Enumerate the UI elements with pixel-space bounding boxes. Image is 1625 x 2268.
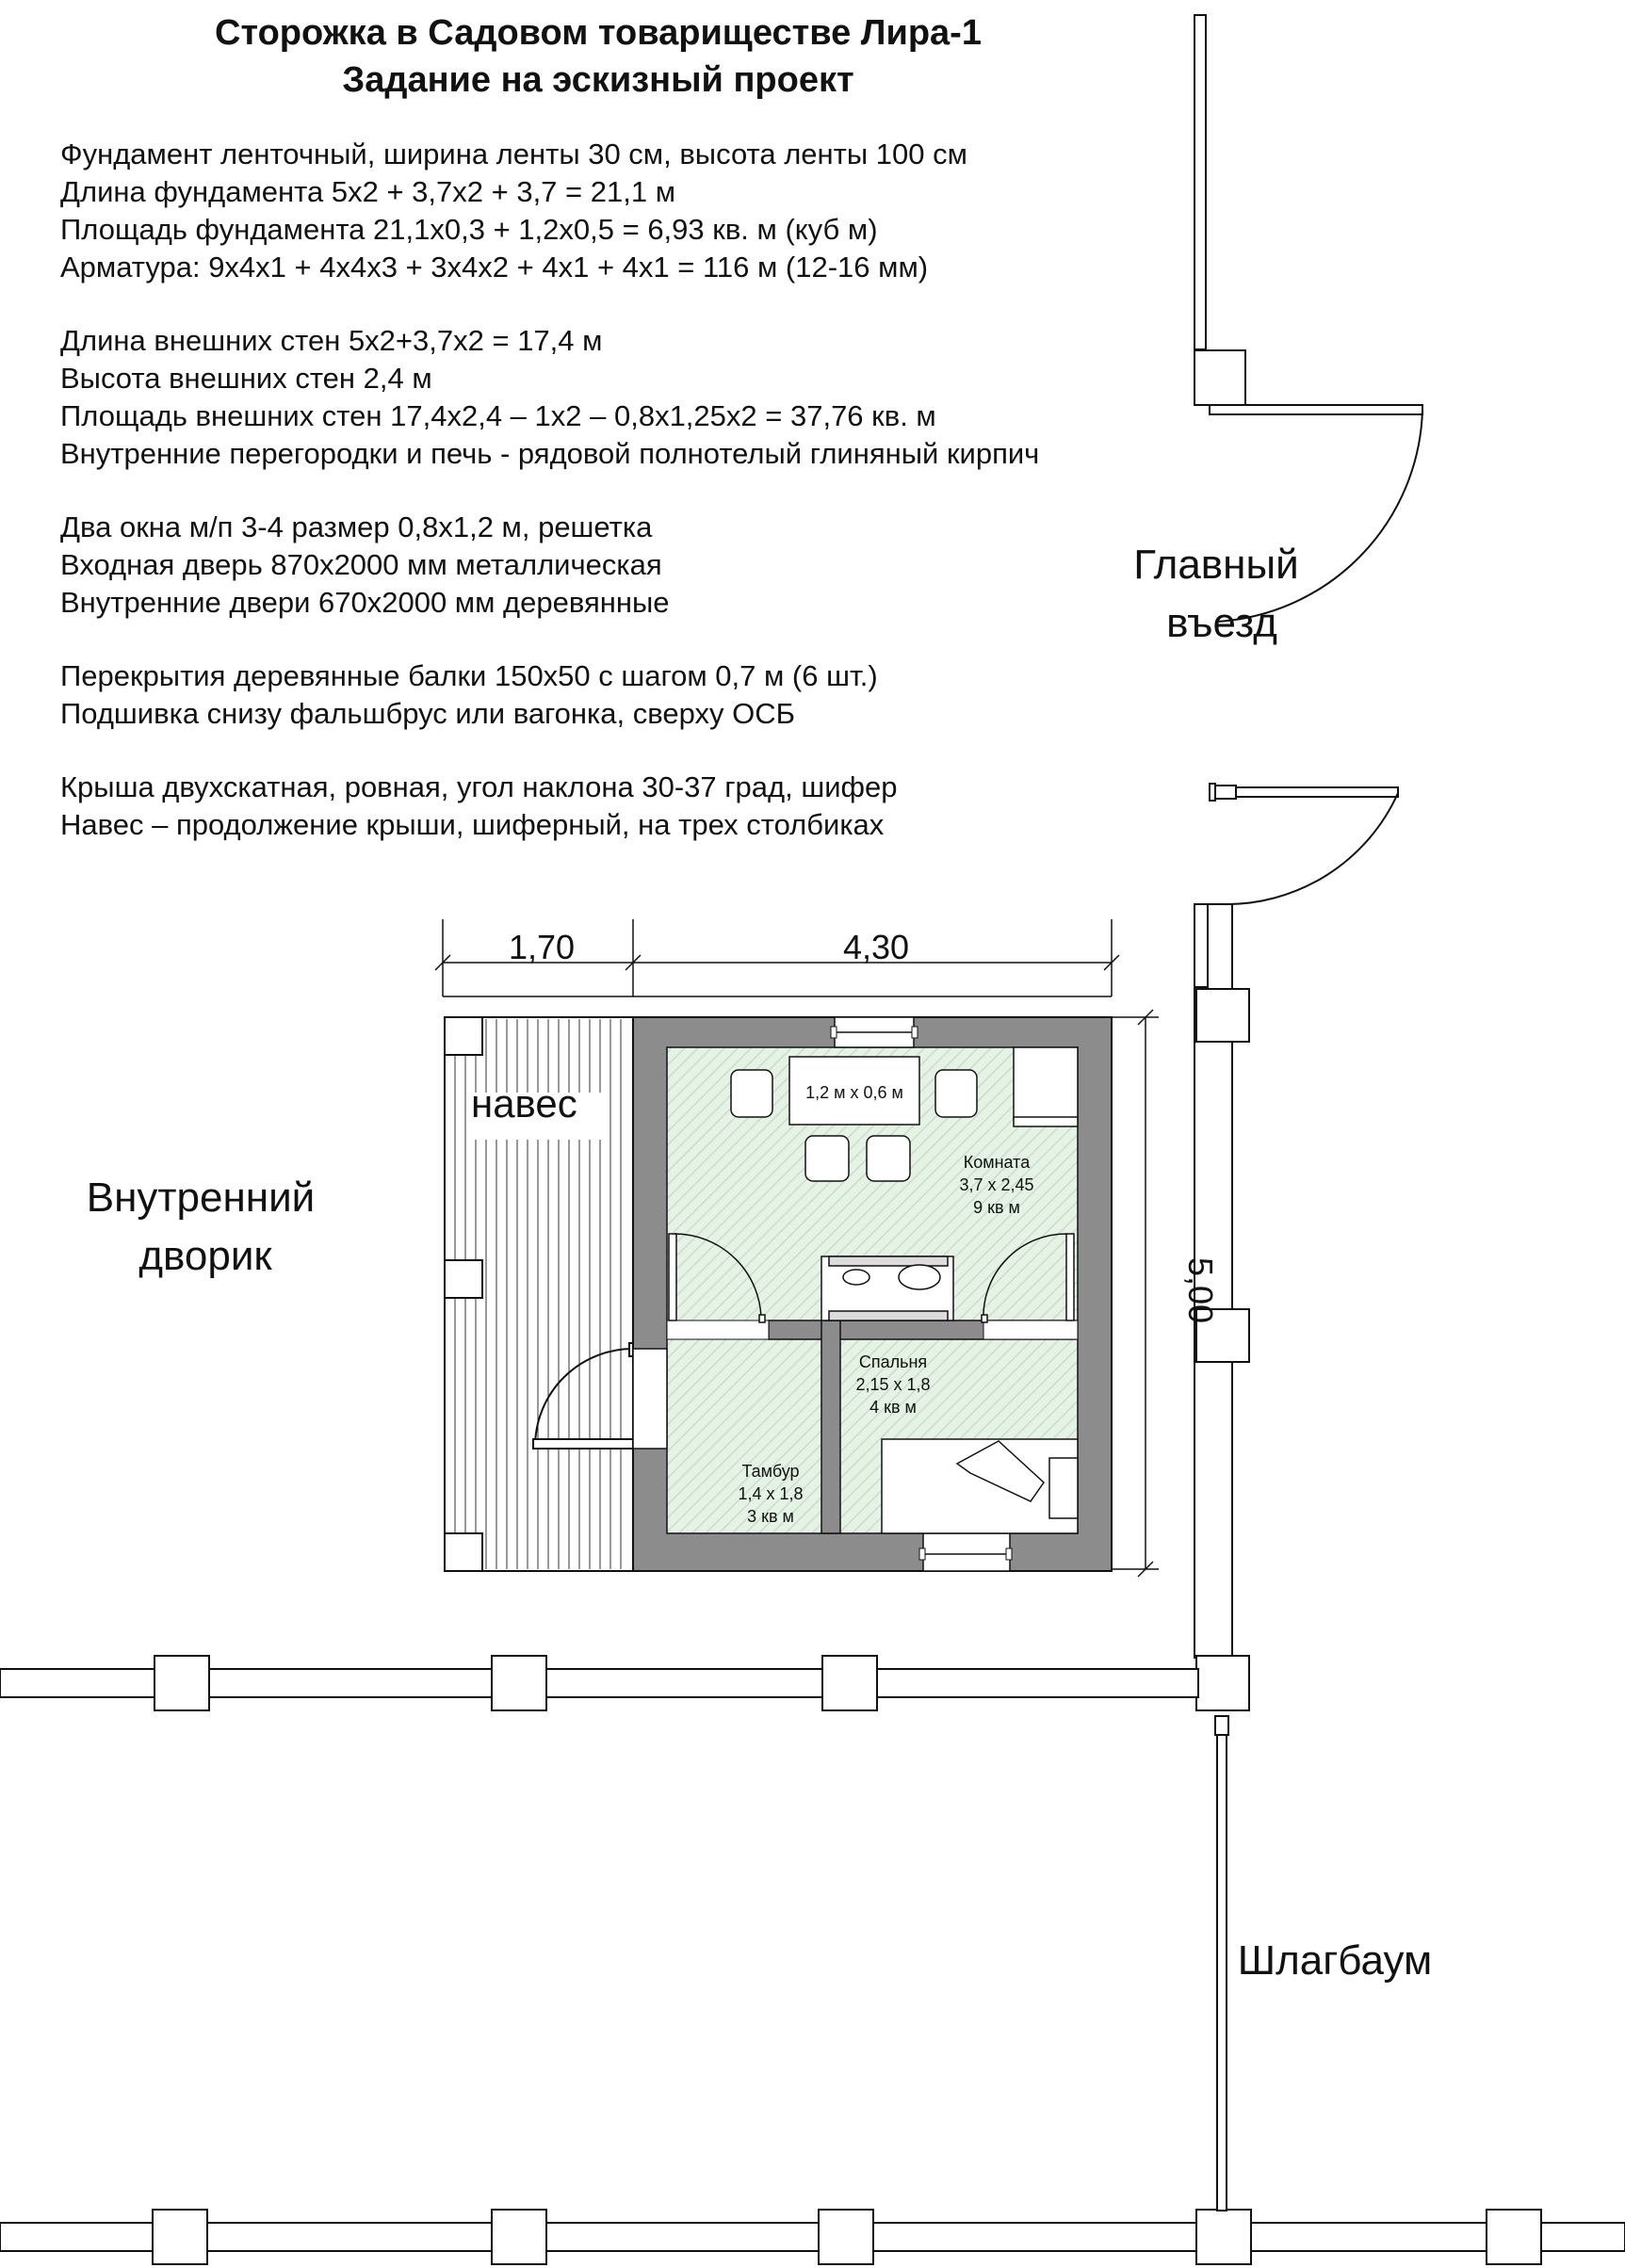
spec-line: Арматура: 9х4х1 + 4х4х3 + 3х4х2 + 4х1 + …	[60, 251, 929, 284]
gate-swing-arc	[1220, 792, 1399, 906]
canopy-post	[444, 1532, 483, 1572]
spec-line: Два окна м/п 3-4 размер 0,8х1,2 м, решет…	[60, 510, 653, 543]
nightstand	[1048, 1457, 1079, 1519]
door-opening	[666, 1320, 770, 1340]
furniture	[730, 1046, 1079, 1534]
spec-line: Входная дверь 870х2000 мм металлическая	[60, 548, 662, 581]
spec-line: Длина внешних стен 5х2+3,7х2 = 17,4 м	[60, 324, 603, 357]
fence-post	[1194, 903, 1209, 988]
vestibule-size: 1,4 х 1,8	[738, 1484, 803, 1503]
room-size: 3,7 х 2,45	[959, 1175, 1033, 1194]
cabinet	[1013, 1046, 1079, 1120]
fence-rail	[0, 2222, 1625, 2252]
fence-post	[491, 2209, 547, 2265]
spec-foundation: Фундамент ленточный, ширина ленты 30 см,…	[60, 136, 1144, 286]
chair	[804, 1135, 850, 1182]
main-entrance-line-2: въезд	[1166, 600, 1277, 646]
room-name: Комната	[964, 1153, 1031, 1172]
main-entrance-label: Главный въезд	[1133, 542, 1298, 646]
title-line-2: Задание на эскизный проект	[342, 60, 854, 100]
bedroom-name: Спальня	[859, 1353, 927, 1371]
specifications: Фундамент ленточный, ширина ленты 30 см,…	[60, 136, 1144, 880]
room-label: Комната 3,7 х 2,45 9 кв м	[959, 1153, 1033, 1217]
canopy-label: навес	[471, 1081, 577, 1126]
bedroom-label: Спальня 2,15 х 1,8 4 кв м	[855, 1353, 930, 1417]
bedroom-area: 4 кв м	[869, 1398, 917, 1417]
partition	[821, 1320, 841, 1534]
spec-line: Площадь фундамента 21,1х0,3 + 1,2х0,5 = …	[60, 213, 878, 246]
fence-post	[1486, 2209, 1542, 2265]
fence-post	[152, 2209, 208, 2265]
bedroom-size: 2,15 х 1,8	[855, 1375, 930, 1394]
entry-opening	[632, 1348, 668, 1450]
window-bottom	[922, 1532, 1011, 1572]
canopy-post	[444, 1259, 483, 1299]
vestibule-name: Тамбур	[741, 1462, 799, 1481]
lower-fence	[0, 2209, 1625, 2265]
barrier-arm	[1216, 1734, 1227, 2211]
spec-walls: Длина внешних стен 5х2+3,7х2 = 17,4 м Вы…	[60, 322, 1144, 473]
page-title: Сторожка в Садовом товариществе Лира-1 З…	[0, 9, 1196, 104]
gate-leaf	[1209, 786, 1399, 798]
barrier-hinge	[1214, 1715, 1229, 1736]
main-gate	[1209, 404, 1423, 906]
fence-post	[491, 1655, 547, 1711]
fence-post	[1194, 349, 1246, 406]
spec-line: Перекрытия деревянные балки 150х50 с шаг…	[60, 659, 878, 692]
chair	[866, 1135, 911, 1182]
spec-line: Высота внешних стен 2,4 м	[60, 362, 432, 395]
right-fence	[1194, 14, 1233, 1659]
spec-line: Навес – продолжение крыши, шиферный, на …	[60, 808, 885, 841]
inner-yard-label: Внутренний дворик	[87, 1174, 316, 1279]
house	[632, 1016, 1113, 1572]
spec-openings: Два окна м/п 3-4 размер 0,8х1,2 м, решет…	[60, 509, 1144, 622]
spec-line: Крыша двухскатная, ровная, угол наклона …	[60, 770, 898, 803]
fence-post	[818, 2209, 874, 2265]
fence-post	[1195, 988, 1250, 1043]
spec-line: Фундамент ленточный, ширина ленты 30 см,…	[60, 138, 967, 170]
upper-fence	[0, 1655, 1199, 1711]
room-door-left	[668, 1233, 766, 1323]
stove	[821, 1256, 954, 1321]
vestibule-area: 3 кв м	[747, 1507, 794, 1526]
spec-line: Внутренние перегородки и печь - рядовой …	[60, 437, 1040, 470]
gate-leaf	[1209, 404, 1423, 415]
fence-posts	[1194, 349, 1250, 1711]
canopy-post	[444, 1016, 483, 1056]
spec-line: Внутренние двери 670х2000 мм деревянные	[60, 586, 670, 619]
table-label: 1,2 м х 0,6 м	[805, 1083, 903, 1102]
barrier	[1214, 1715, 1229, 2211]
fence-post	[154, 1655, 210, 1711]
room-area: 9 кв м	[973, 1198, 1020, 1217]
title-line-1: Сторожка в Садовом товариществе Лира-1	[215, 13, 982, 53]
spec-line: Подшивка снизу фальшбрус или вагонка, св…	[60, 697, 795, 730]
dim-canopy: 1,70	[509, 928, 575, 966]
gate-swing-arc	[1214, 409, 1423, 623]
fence-post	[821, 1655, 878, 1711]
inner-yard-line-1: Внутренний	[87, 1174, 316, 1221]
armchair	[730, 1069, 773, 1118]
dim-depth: 5,00	[1181, 1257, 1220, 1323]
barrier-label: Шлагбаум	[1238, 1937, 1432, 1984]
fence-post	[1195, 2209, 1252, 2265]
armchair	[934, 1069, 978, 1118]
vestibule-label: Тамбур 1,4 х 1,8 3 кв м	[738, 1462, 803, 1526]
fence-rail	[1194, 14, 1207, 350]
spec-roof: Крыша двухскатная, ровная, угол наклона …	[60, 769, 1144, 844]
spec-line: Длина фундамента 5х2 + 3,7х2 + 3,7 = 21,…	[60, 175, 676, 208]
main-entrance-line-1: Главный	[1133, 542, 1298, 588]
inner-yard-line-2: дворик	[138, 1233, 272, 1279]
fence-post	[1195, 1308, 1250, 1363]
room-door-right	[981, 1233, 1075, 1323]
door-opening	[983, 1320, 1079, 1340]
spec-floors: Перекрытия деревянные балки 150х50 с шаг…	[60, 657, 1144, 733]
pillow	[955, 1440, 1045, 1502]
fence-post	[1195, 1655, 1250, 1711]
table	[788, 1056, 920, 1126]
dim-house: 4,30	[843, 928, 909, 966]
spec-line: Площадь внешних стен 17,4х2,4 – 1х2 – 0,…	[60, 399, 936, 432]
dimensions	[434, 919, 1159, 1578]
gate-hinge	[1214, 785, 1237, 800]
